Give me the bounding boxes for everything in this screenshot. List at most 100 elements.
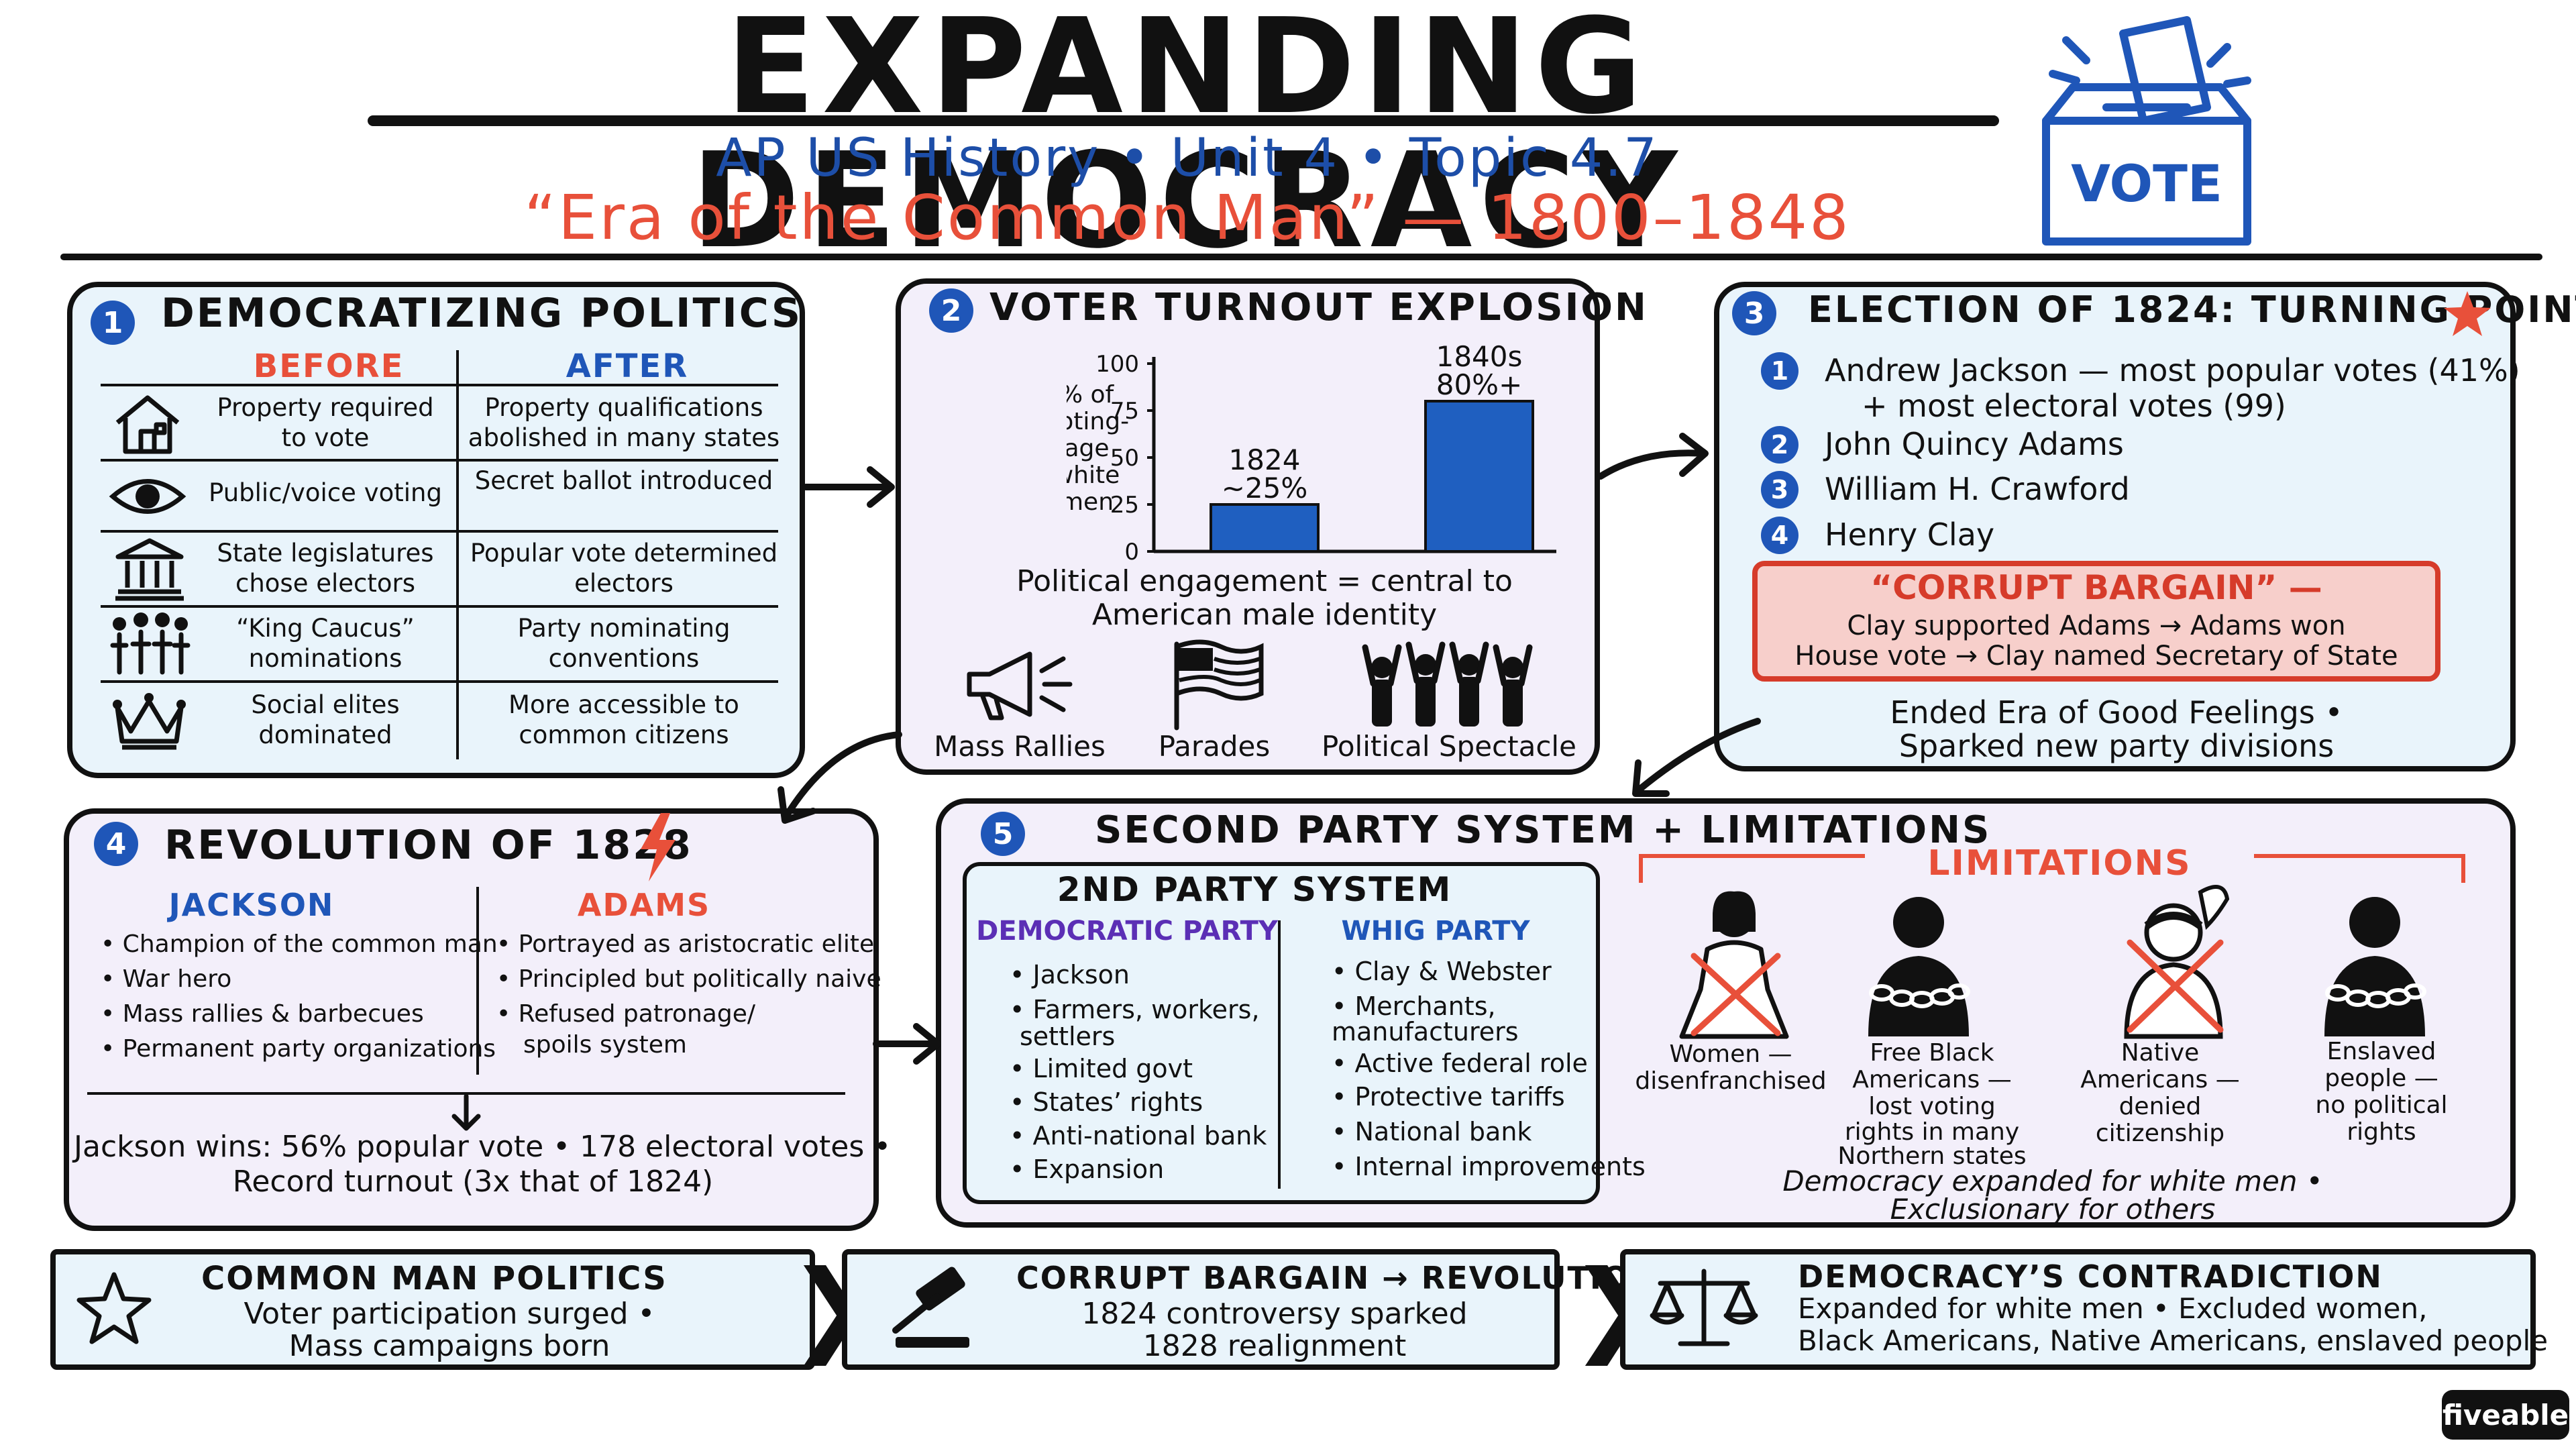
bar-1824 bbox=[1210, 503, 1320, 553]
jackson-point-4: • Permanent party organizations bbox=[101, 1035, 496, 1063]
candidate-number: 1 bbox=[1761, 352, 1799, 390]
jackson-label: JACKSON bbox=[168, 887, 335, 923]
panel1-number: 1 bbox=[91, 301, 135, 345]
candidate-jackson-detail: + most electoral votes (99) bbox=[1862, 388, 2286, 424]
candidate-number: 4 bbox=[1761, 517, 1799, 554]
table-divider bbox=[456, 350, 459, 759]
limitation-native-line3: denied bbox=[2118, 1093, 2202, 1120]
adams-point-2: • Principled but politically naive bbox=[496, 965, 881, 993]
y-tick-label: 25 bbox=[1110, 492, 1139, 519]
summary-1-line2: Mass campaigns born bbox=[288, 1329, 610, 1363]
democratic-point-3: settlers bbox=[1020, 1022, 1116, 1051]
election-footer-line2: Sparked new party divisions bbox=[1898, 728, 2334, 764]
y-tick-label: 50 bbox=[1110, 445, 1139, 472]
row-divider bbox=[101, 680, 778, 683]
turnout-bar-chart: % ofvoting-agewhitemen02550751001824~25%… bbox=[1067, 340, 1556, 566]
whig-point-2: • Merchants, bbox=[1332, 991, 1496, 1021]
icon-label-mass-rallies: Mass Rallies bbox=[934, 730, 1106, 763]
down-arrow-icon bbox=[451, 1093, 481, 1131]
data-label-category: 1840s bbox=[1436, 340, 1523, 373]
arrow-right-icon bbox=[802, 466, 895, 508]
party-system-title: 2ND PARTY SYSTEM bbox=[1057, 870, 1452, 909]
before-row-5: Social elites dominated bbox=[251, 690, 400, 749]
limitation-women-line1: Women — bbox=[1669, 1040, 1792, 1068]
candidate-number: 3 bbox=[1761, 471, 1799, 508]
gavel-icon bbox=[892, 1267, 969, 1348]
summary-1-title: COMMON MAN POLITICS bbox=[201, 1260, 667, 1297]
party-system-box bbox=[963, 862, 1600, 1204]
democratic-point-2: • Farmers, workers, bbox=[1010, 995, 1260, 1024]
lightning-bolt-icon bbox=[641, 813, 676, 881]
row-divider bbox=[101, 459, 778, 462]
limitation-free-black-line2: Americans — bbox=[1852, 1066, 2012, 1093]
whig-point-6: • National bank bbox=[1332, 1117, 1532, 1146]
crown-icon bbox=[113, 693, 186, 750]
era-subtitle: “Era of the Common Man” — 1800–1848 bbox=[524, 182, 1851, 254]
whig-point-5: • Protective tariffs bbox=[1332, 1082, 1565, 1112]
adams-point-1: • Portrayed as aristocratic elite bbox=[496, 930, 875, 958]
star-icon bbox=[2444, 291, 2491, 336]
democratic-party-label: DEMOCRATIC PARTY bbox=[976, 916, 1278, 947]
panel1-title: DEMOCRATIZING POLITICS bbox=[161, 290, 803, 337]
icon-label-parades: Parades bbox=[1158, 730, 1271, 763]
vote-label: VOTE bbox=[2071, 154, 2222, 213]
summary-1-line1: Voter participation surged • bbox=[244, 1297, 655, 1331]
house-icon bbox=[115, 395, 180, 454]
y-axis-label: % of bbox=[1067, 381, 1114, 409]
ballot-box-icon: VOTE bbox=[2042, 16, 2251, 246]
candidate-jackson: Andrew Jackson — most popular votes (41%… bbox=[1825, 352, 2520, 388]
after-label: AFTER bbox=[566, 347, 689, 385]
corrupt-bargain-line2: House vote → Clay named Secretary of Sta… bbox=[1794, 641, 2398, 672]
summary-2-line1: 1824 controversy sparked bbox=[1081, 1297, 1468, 1331]
limitation-women-line2: disenfranchised bbox=[1635, 1067, 1827, 1095]
y-axis-label: voting- bbox=[1067, 408, 1129, 435]
summary-2-line2: 1828 realignment bbox=[1142, 1329, 1407, 1363]
summary-corrupt-bargain bbox=[842, 1249, 1560, 1370]
candidates-divider bbox=[476, 887, 479, 1075]
panel3-number: 3 bbox=[1732, 291, 1776, 335]
democratic-point-7: • Expansion bbox=[1010, 1155, 1165, 1184]
y-axis-label: men bbox=[1067, 488, 1114, 516]
limitation-enslaved-line2: people — bbox=[2324, 1065, 2438, 1092]
limitation-enslaved-line4: rights bbox=[2347, 1118, 2416, 1146]
jackson-point-1: • Champion of the common man bbox=[101, 930, 498, 958]
summary-common-man-politics bbox=[50, 1249, 815, 1370]
after-row-1: Property qualifications abolished in man… bbox=[468, 393, 780, 452]
limitation-native-line2: Americans — bbox=[2080, 1066, 2240, 1093]
before-row-1: Property required to vote bbox=[217, 393, 434, 452]
y-tick-label: 0 bbox=[1124, 539, 1139, 566]
before-row-4: “King Caucus” nominations bbox=[236, 614, 415, 673]
limitation-native-line1: Native bbox=[2121, 1039, 2200, 1067]
limitations-footer-line1: Democracy expanded for white men • bbox=[1782, 1165, 2323, 1197]
summary-democracy-contradiction bbox=[1620, 1249, 2536, 1370]
panel2-number: 2 bbox=[929, 288, 973, 333]
limitation-enslaved-line1: Enslaved bbox=[2326, 1038, 2436, 1065]
corrupt-bargain-box bbox=[1752, 561, 2440, 682]
chart-caption: Political engagement = central to Americ… bbox=[1016, 564, 1513, 632]
before-row-3: State legislatures chose electors bbox=[217, 539, 434, 598]
summary-2-title: CORRUPT BARGAIN → REVOLUTION bbox=[1016, 1260, 1658, 1296]
y-axis-label: age bbox=[1067, 435, 1110, 462]
election-footer-line1: Ended Era of Good Feelings • bbox=[1890, 694, 2343, 731]
democratic-point-5: • States’ rights bbox=[1010, 1087, 1203, 1117]
jackson-result-line1: Jackson wins: 56% popular vote • 178 ele… bbox=[74, 1130, 892, 1164]
result-divider bbox=[87, 1092, 845, 1095]
arrow-right-icon bbox=[873, 1023, 941, 1065]
megaphone-icon bbox=[967, 651, 1073, 720]
chained-person-icon bbox=[2324, 897, 2426, 1036]
native-american-crossed-out-icon bbox=[2124, 885, 2230, 1039]
row-divider bbox=[101, 605, 778, 608]
party-divider bbox=[1278, 920, 1281, 1189]
subtitle: AP US History • Unit 4 • Topic 4.7 bbox=[716, 128, 1659, 189]
whig-party-label: WHIG PARTY bbox=[1341, 916, 1530, 947]
fiveable-logo[interactable]: fiveable bbox=[2442, 1390, 2569, 1440]
arrow-right-icon bbox=[1597, 433, 1709, 480]
whig-point-3: manufacturers bbox=[1332, 1017, 1519, 1046]
after-row-2: Secret ballot introduced bbox=[474, 466, 773, 495]
limitation-native-line4: citizenship bbox=[2095, 1120, 2225, 1147]
cheering-crowd-icon bbox=[1362, 641, 1533, 727]
candidate-clay: Henry Clay bbox=[1825, 517, 1995, 553]
y-tick-label: 75 bbox=[1110, 398, 1139, 425]
corrupt-bargain-line1: Clay supported Adams → Adams won bbox=[1847, 610, 2346, 641]
democratic-point-1: • Jackson bbox=[1010, 960, 1130, 989]
